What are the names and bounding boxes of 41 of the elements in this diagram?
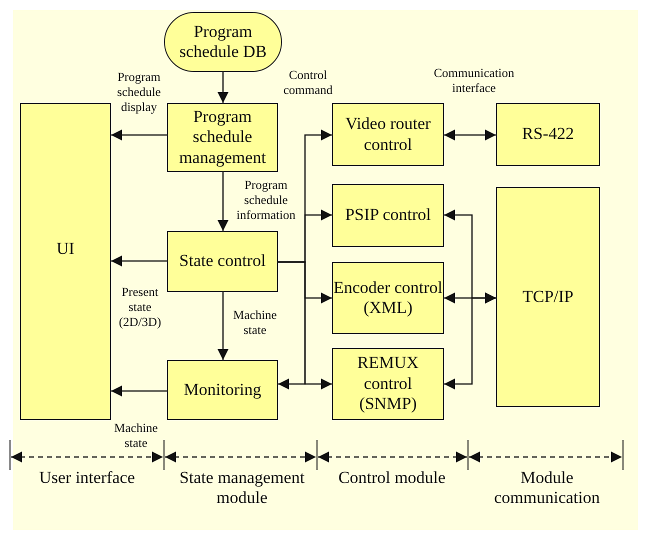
process-box [496,187,600,407]
arrow [444,292,496,390]
node-label: REMUX control (SNMP) [356,353,420,415]
edge-label: Machine state [113,421,159,451]
process-box [332,348,444,420]
arrow [218,172,228,231]
node-label: Program schedule DB [178,22,268,62]
process-box [332,262,444,334]
node-label: RS-422 [522,124,574,145]
node-label: Program schedule management [178,106,267,168]
node-label: Encoder control (XML) [333,278,443,318]
arrow [278,261,306,390]
arrow [218,72,228,103]
process-box [167,103,278,172]
edge-label: Present state (2D/3D) [118,285,162,330]
section-label: State management module [178,468,306,509]
edge-label: Control command [282,68,334,98]
edge-label: Program schedule display [116,70,162,115]
arrow [111,256,167,266]
process-box [167,360,278,420]
process-box [20,103,111,420]
node-label: TCP/IP [522,286,574,308]
node-label: PSIP control [345,205,431,226]
process-box [167,231,278,292]
arrow [444,130,496,140]
node-label: UI [56,239,74,260]
node-label: Video router control [344,114,432,155]
node-label: State control [179,251,266,272]
edge-label: Communication interface [432,66,516,96]
arrow [218,292,228,360]
section-label: Control module [337,468,447,488]
process-box [332,103,444,166]
edge-label: Machine state [232,308,278,338]
node-label: Monitoring [184,380,262,400]
edge-label: Program schedule information [235,178,296,223]
arrow [111,386,167,396]
section-label: User interface [38,468,136,488]
process-box [332,184,444,247]
section-label: Module communication [493,468,601,509]
process-box [496,103,600,166]
arrow [111,130,167,140]
